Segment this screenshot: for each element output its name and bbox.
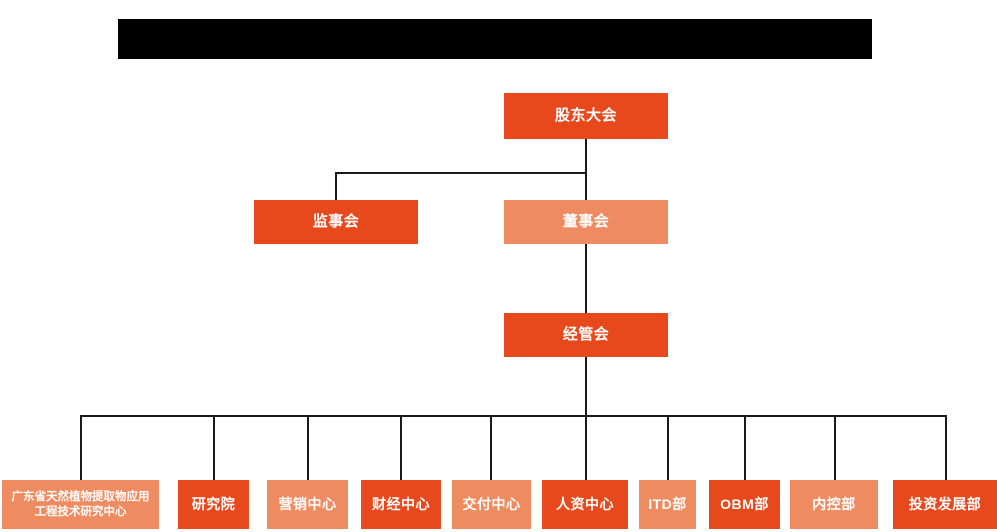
connector-drop-internal-control-department	[834, 415, 836, 480]
connector-drop-marketing-center	[307, 415, 309, 480]
connector-drop-research-center	[80, 415, 82, 480]
connector-drop-investment-development-department	[945, 415, 947, 480]
node-research-center[interactable]: 广东省天然植物提取物应用工程技术研究中心	[2, 480, 159, 529]
connector-shareholders-down	[585, 139, 587, 173]
node-investment-development-department[interactable]: 投资发展部	[893, 480, 997, 529]
connector-level2-horizontal	[335, 172, 587, 174]
node-marketing-center[interactable]: 营销中心	[267, 480, 348, 529]
node-delivery-center[interactable]: 交付中心	[452, 480, 531, 529]
connector-drop-hr-center	[585, 415, 587, 480]
node-management[interactable]: 经管会	[504, 313, 668, 357]
connector-directors-down	[585, 172, 587, 200]
node-institute[interactable]: 研究院	[178, 480, 249, 529]
connector-drop-finance-center	[400, 415, 402, 480]
connector-drop-institute	[213, 415, 215, 480]
node-supervisors[interactable]: 监事会	[254, 200, 418, 244]
node-itd-department[interactable]: ITD部	[639, 480, 696, 529]
connector-drop-delivery-center	[490, 415, 492, 480]
connector-management-to-bus	[585, 357, 587, 416]
connector-drop-obm-department	[744, 415, 746, 480]
redacted-title-bar	[118, 19, 872, 59]
node-internal-control-department[interactable]: 内控部	[790, 480, 878, 529]
node-hr-center[interactable]: 人资中心	[542, 480, 628, 529]
node-obm-department[interactable]: OBM部	[709, 480, 780, 529]
node-shareholders[interactable]: 股东大会	[504, 93, 668, 139]
node-finance-center[interactable]: 财经中心	[361, 480, 441, 529]
connector-supervisors-down	[335, 172, 337, 200]
connector-department-bus	[80, 415, 946, 417]
connector-drop-itd-department	[667, 415, 669, 480]
connector-directors-to-management	[585, 243, 587, 314]
node-directors[interactable]: 董事会	[504, 200, 668, 244]
